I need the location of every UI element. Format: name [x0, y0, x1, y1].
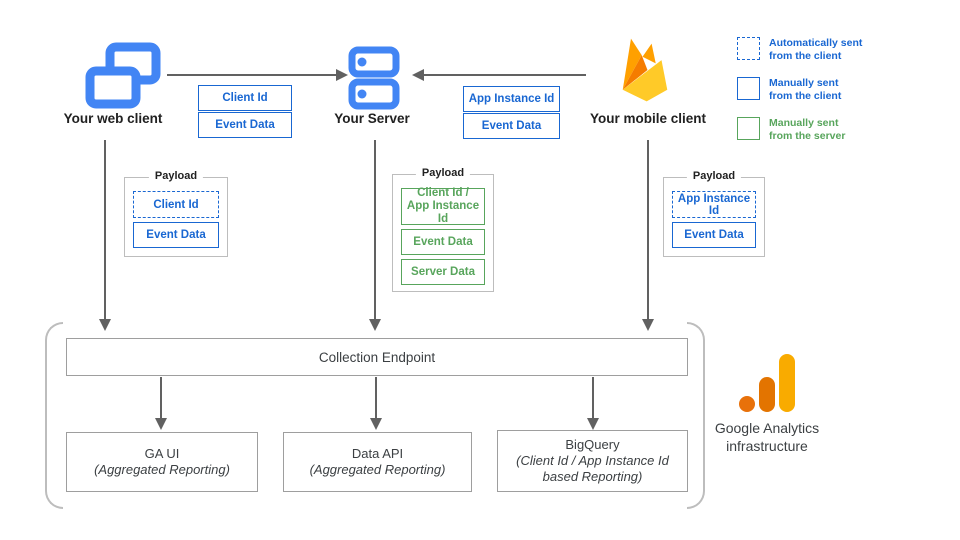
- flow-box-client-id-label: Client Id: [222, 92, 268, 104]
- bracket-right: [687, 322, 705, 509]
- legend-auto-line2: from the client: [769, 50, 842, 62]
- bigquery-title: BigQuery: [565, 437, 620, 452]
- payload-server-ids: Client Id / App Instance Id: [401, 187, 485, 225]
- flow-box-app-instance-id: App Instance Id: [463, 86, 560, 112]
- mobile-client-label: Your mobile client: [589, 111, 706, 126]
- legend-swatch-auto-client: [737, 37, 760, 60]
- payload-server-title: Payload: [415, 167, 471, 179]
- server-icon: [348, 46, 400, 110]
- payload-web: Payload Client Id Event Data: [124, 170, 228, 257]
- legend-manual-client-line2: from the client: [769, 90, 842, 102]
- flow-box-event-data-web: Event Data: [198, 112, 292, 138]
- output-box-ga-ui: GA UI (Aggregated Reporting): [66, 432, 258, 492]
- collection-endpoint-label: Collection Endpoint: [318, 349, 436, 365]
- legend-swatch-manual-client: [737, 77, 760, 100]
- ga-infrastructure-caption: Google Analytics infrastructure: [702, 419, 832, 455]
- legend-manual-server-line2: from the server: [769, 130, 846, 142]
- legend-auto-line1: Automatically sent: [769, 37, 863, 49]
- output-box-data-api: Data API (Aggregated Reporting): [283, 432, 472, 492]
- legend-label-manual-server: Manually sent from the server: [769, 117, 899, 143]
- legend-label-manual-client: Manually sent from the client: [769, 77, 899, 103]
- payload-server-event-data: Event Data: [401, 229, 485, 255]
- payload-mobile: Payload App Instance Id Event Data: [663, 170, 765, 257]
- arrow-mobile-to-server: [424, 74, 586, 76]
- arrow-mobile-down: [647, 140, 649, 320]
- ga-ui-subtitle: (Aggregated Reporting): [94, 462, 230, 477]
- flow-box-client-id: Client Id: [198, 85, 292, 111]
- payload-web-event-data: Event Data: [133, 222, 219, 248]
- payload-server-event-data-label: Event Data: [413, 235, 473, 248]
- arrow-server-down: [374, 140, 376, 320]
- bigquery-subtitle-line2: based Reporting): [542, 469, 643, 484]
- firebase-mobile-icon: [622, 38, 668, 102]
- flow-box-event-data-mobile: Event Data: [463, 113, 560, 139]
- payload-server: Payload Client Id / App Instance Id Even…: [392, 167, 494, 292]
- web-client-label: Your web client: [63, 111, 163, 126]
- flow-box-app-instance-id-label: App Instance Id: [468, 93, 555, 105]
- payload-web-event-data-label: Event Data: [146, 229, 206, 241]
- output-box-bigquery: BigQuery (Client Id / App Instance Id ba…: [497, 430, 688, 492]
- payload-mobile-title: Payload: [686, 170, 742, 182]
- arrowhead-to-ga-ui: [155, 418, 167, 430]
- payload-mobile-event-data-label: Event Data: [684, 229, 744, 241]
- payload-mobile-event-data: Event Data: [672, 222, 756, 248]
- arrowhead-to-data-api: [370, 418, 382, 430]
- arrowhead-server-down: [369, 319, 381, 331]
- ga-caption-line2: infrastructure: [726, 438, 808, 454]
- google-analytics-logo-dot: [739, 396, 755, 412]
- google-analytics-logo-tall-bar: [779, 354, 795, 412]
- ga-ui-title: GA UI: [144, 445, 180, 461]
- legend-manual-server-line1: Manually sent: [769, 117, 839, 129]
- arrow-to-bigquery: [592, 377, 594, 419]
- payload-web-client-id: Client Id: [133, 191, 219, 218]
- payload-server-server-data-label: Server Data: [411, 265, 475, 278]
- payload-web-title: Payload: [148, 170, 204, 182]
- arrowhead-web-down: [99, 319, 111, 331]
- flow-box-event-data-mobile-label: Event Data: [481, 120, 542, 132]
- arrowhead-mobile-to-server: [412, 69, 424, 81]
- legend-swatch-manual-server: [737, 117, 760, 140]
- legend-label-auto-client: Automatically sent from the client: [769, 37, 899, 63]
- arrowhead-to-bigquery: [587, 418, 599, 430]
- web-client-icon: [85, 42, 161, 109]
- ga-caption-line1: Google Analytics: [714, 420, 820, 436]
- bigquery-subtitle-line1: (Client Id / App Instance Id: [516, 453, 669, 468]
- arrow-to-ga-ui: [160, 377, 162, 419]
- collection-endpoint-box: Collection Endpoint: [66, 338, 688, 376]
- payload-web-client-id-label: Client Id: [153, 198, 199, 211]
- data-api-subtitle: (Aggregated Reporting): [309, 462, 446, 477]
- flow-box-event-data-web-label: Event Data: [215, 119, 275, 131]
- data-api-title: Data API: [351, 445, 404, 461]
- arrowhead-mobile-down: [642, 319, 654, 331]
- bracket-left: [45, 322, 63, 509]
- payload-mobile-app-instance-id-label: App Instance Id: [677, 192, 751, 217]
- payload-server-ids-line2: App Instance Id: [406, 200, 480, 225]
- legend-manual-client-line1: Manually sent: [769, 77, 839, 89]
- payload-mobile-app-instance-id: App Instance Id: [672, 191, 756, 218]
- payload-server-server-data: Server Data: [401, 259, 485, 285]
- arrow-web-to-server: [167, 74, 337, 76]
- arrowhead-web-to-server: [336, 69, 348, 81]
- arrow-web-down: [104, 140, 106, 320]
- google-analytics-logo-mid-bar: [759, 377, 775, 412]
- arrow-to-data-api: [375, 377, 377, 419]
- server-label: Your Server: [334, 111, 410, 126]
- payload-server-ids-line1: Client Id /: [417, 187, 469, 199]
